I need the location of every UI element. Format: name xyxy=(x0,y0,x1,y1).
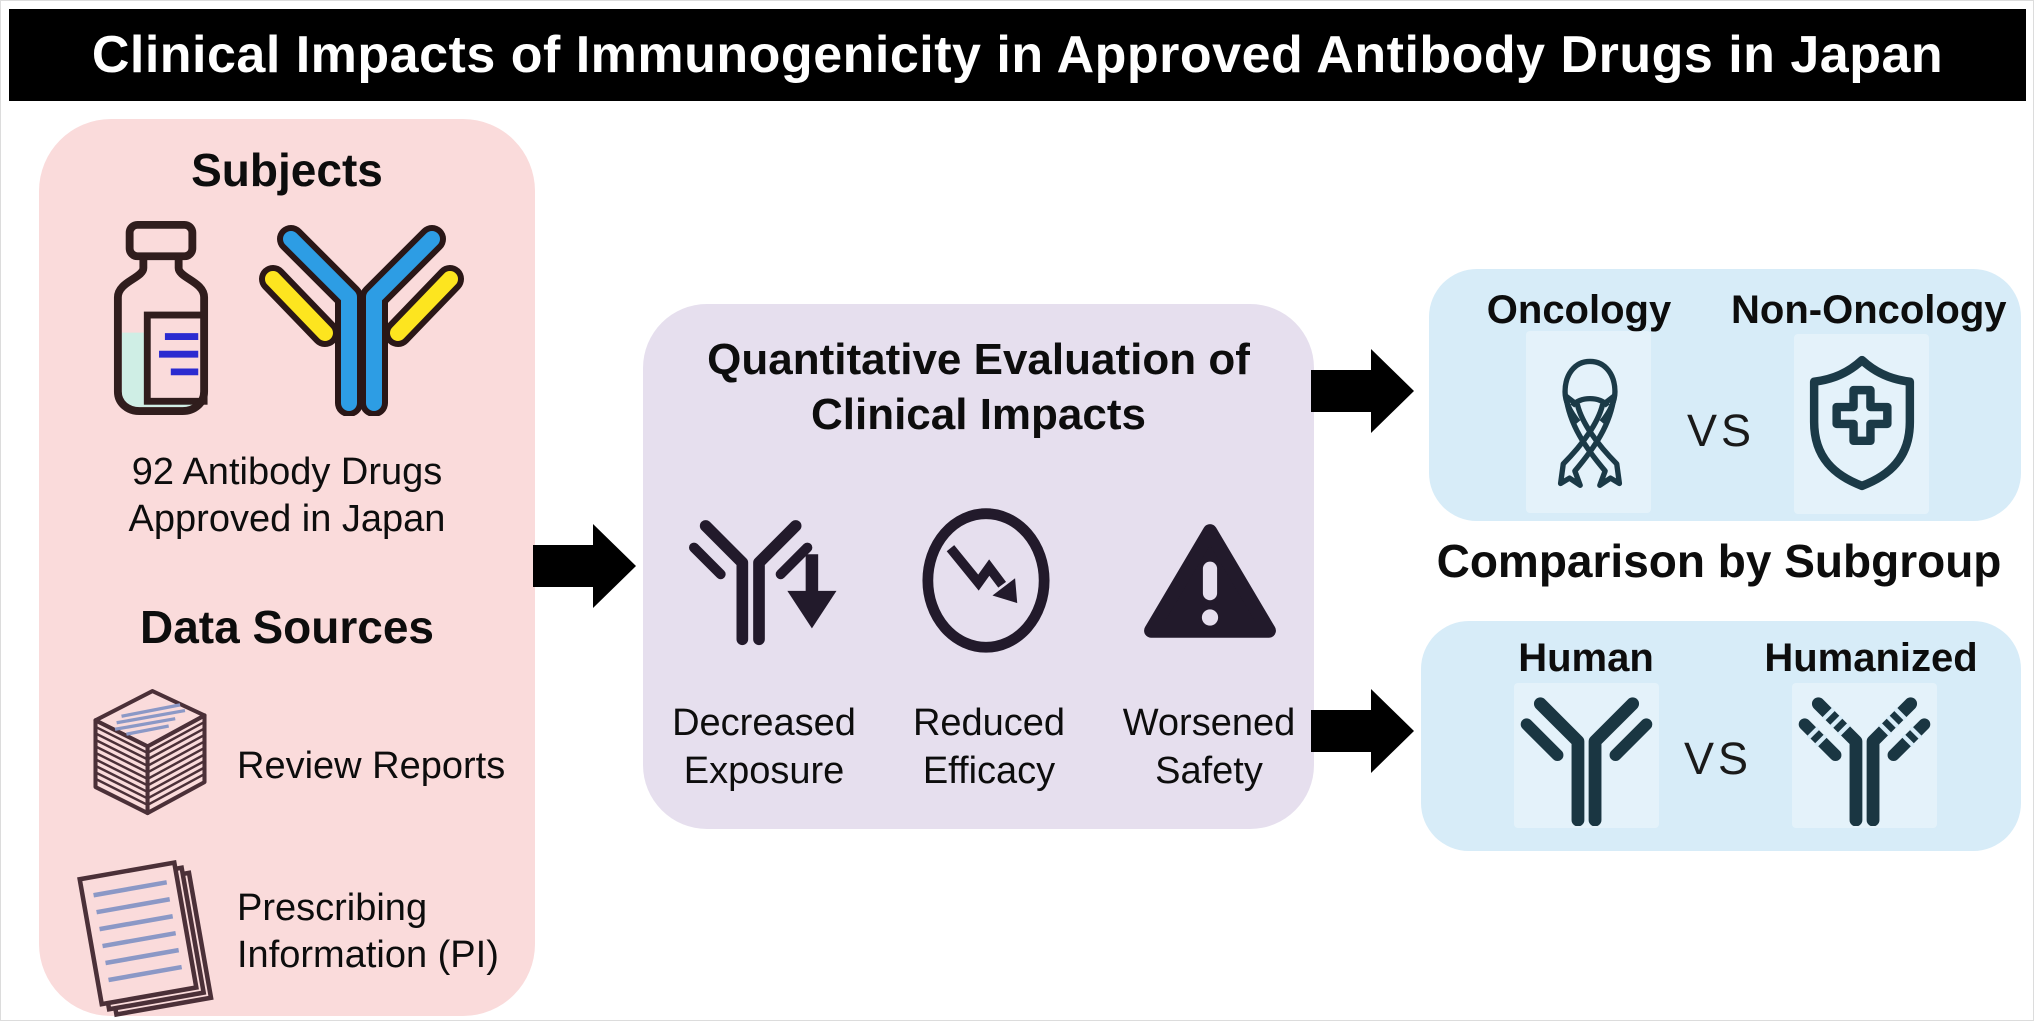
impact-safety-line2: Safety xyxy=(1155,750,1263,792)
review-reports-label: Review Reports xyxy=(237,745,506,787)
warning-triangle-icon xyxy=(1139,509,1281,659)
humanized-antibody-icon xyxy=(1796,685,1933,826)
vs-text: VS xyxy=(1683,733,1753,784)
impact-label-safety: Worsened Safety xyxy=(1094,699,1324,795)
subjects-caption-line2: Approved in Japan xyxy=(128,498,446,540)
subjects-caption-line1: 92 Antibody Drugs xyxy=(131,451,443,493)
documents-icon xyxy=(67,853,221,1019)
vs-text: VS xyxy=(1686,405,1756,456)
arrow-right-icon xyxy=(1311,686,1417,776)
impact-exposure-line1: Decreased xyxy=(672,702,856,744)
arrow-right-icon xyxy=(1311,346,1417,436)
impact-label-efficacy: Reduced Efficacy xyxy=(874,699,1104,795)
impact-efficacy-line2: Efficacy xyxy=(922,750,1056,792)
impact-exposure-line2: Exposure xyxy=(683,750,845,792)
paper-stack-icon xyxy=(89,677,211,845)
prescribing-information-line1: Prescribing xyxy=(237,887,428,929)
data-sources-heading: Data Sources xyxy=(139,601,434,653)
subgroup-comparison-panel: Human Humanized VS xyxy=(1421,621,2021,851)
prescribing-information-label: Prescribing Information (PI) xyxy=(237,885,499,979)
shield-cross-icon xyxy=(1801,341,1923,505)
subjects-caption: 92 Antibody Drugs Approved in Japan xyxy=(39,449,535,543)
evaluation-heading-line1: Quantitative Evaluation of xyxy=(707,335,1250,384)
title-banner: Clinical Impacts of Immunogenicity in Ap… xyxy=(9,9,2026,101)
declining-graph-icon xyxy=(916,501,1056,661)
oncology-comparison-panel: Oncology Non-Oncology VS xyxy=(1429,269,2021,521)
awareness-ribbon-icon xyxy=(1541,333,1639,511)
human-antibody-icon xyxy=(1518,685,1655,826)
subgroup-heading: Comparison by Subgroup xyxy=(1436,535,2002,587)
subjects-heading: Subjects xyxy=(191,144,383,196)
human-label: Human xyxy=(1518,636,1654,680)
prescribing-information-line2: Information (PI) xyxy=(237,934,499,976)
non-oncology-label: Non-Oncology xyxy=(1731,288,2007,332)
arrow-right-icon xyxy=(533,521,639,611)
evaluation-heading: Quantitative Evaluation of Clinical Impa… xyxy=(643,332,1314,442)
evaluation-heading-line2: Clinical Impacts xyxy=(810,390,1146,439)
oncology-label: Oncology xyxy=(1486,288,1672,332)
evaluation-panel: Quantitative Evaluation of Clinical Impa… xyxy=(643,304,1314,829)
drug-vial-icon xyxy=(101,219,221,415)
antibody-decrease-icon xyxy=(689,507,839,659)
subjects-panel: Subjects xyxy=(39,119,535,1019)
antibody-icon xyxy=(259,221,464,416)
impact-efficacy-line1: Reduced xyxy=(912,702,1066,744)
impact-safety-line1: Worsened xyxy=(1122,702,1296,744)
impact-label-exposure: Decreased Exposure xyxy=(649,699,879,795)
page-title: Clinical Impacts of Immunogenicity in Ap… xyxy=(91,26,1944,84)
humanized-label: Humanized xyxy=(1764,636,1978,680)
